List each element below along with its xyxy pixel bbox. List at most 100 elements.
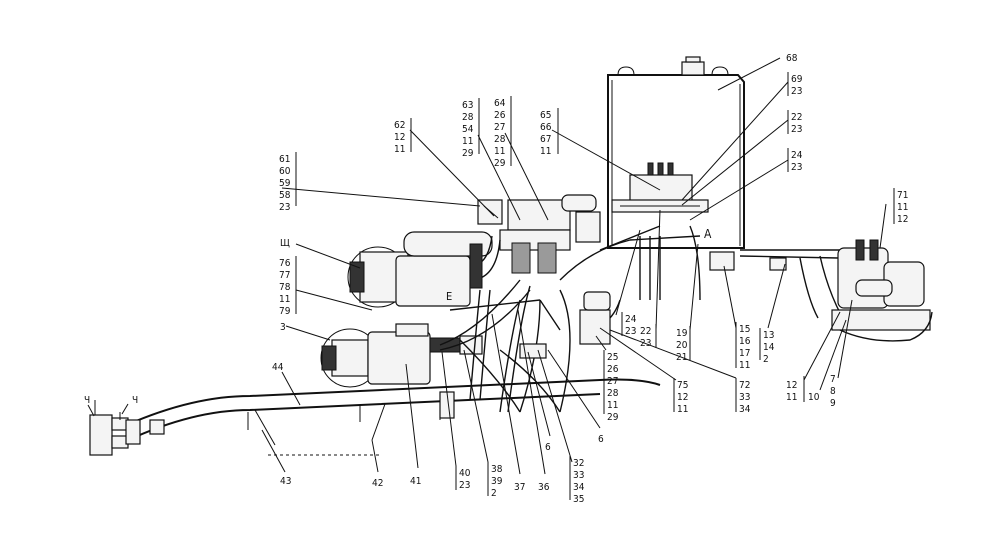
leader-lines xyxy=(87,57,887,475)
hydraulic-tank xyxy=(607,56,745,249)
callout-line: 33 xyxy=(739,392,750,403)
callout-line: 43 xyxy=(280,476,291,487)
callout-line: 20 xyxy=(676,340,688,351)
callout-line: 36 xyxy=(538,482,550,493)
callout-line: 29 xyxy=(494,158,506,169)
callout-75: 75 12 11 xyxy=(673,378,688,415)
callout-line: 21 xyxy=(676,352,687,363)
callout-line: 28 xyxy=(462,112,474,123)
callout-42: 42 xyxy=(372,478,383,489)
callout-line: Ч xyxy=(84,395,90,406)
callout-line: 11 xyxy=(897,202,908,213)
callout-ch-left: Ч xyxy=(84,395,90,406)
callout-61: 61 60 59 58 23 xyxy=(279,152,297,213)
callout-6-left: 6 xyxy=(545,442,551,453)
callout-line: 22 xyxy=(640,326,651,337)
callout-line: 15 xyxy=(739,324,750,335)
callout-line: 22 xyxy=(791,112,802,123)
callout-line: 35 xyxy=(573,494,584,505)
callout-3: 3 xyxy=(280,322,286,333)
callout-line: 27 xyxy=(607,376,618,387)
callout-line: Щ xyxy=(280,238,290,249)
callout-line: 2 xyxy=(763,354,769,365)
callout-65: 65 66 67 11 xyxy=(540,108,559,157)
callout-line: 25 xyxy=(607,352,618,363)
callout-line: 29 xyxy=(462,148,474,159)
callout-36: 36 xyxy=(538,482,550,493)
callout-line: 69 xyxy=(791,74,803,85)
callout-line: 13 xyxy=(763,330,774,341)
callout-line: 41 xyxy=(410,476,421,487)
callout-43: 43 xyxy=(280,476,291,487)
callout-line: 79 xyxy=(279,306,291,317)
callout-line: 29 xyxy=(607,412,619,423)
callout-12: 12 11 xyxy=(786,376,805,403)
callout-line: 66 xyxy=(540,122,552,133)
callout-line: 76 xyxy=(279,258,291,269)
callout-10: 10 xyxy=(808,392,820,403)
callout-6-right: 6 xyxy=(598,434,604,445)
callout-line: 65 xyxy=(540,110,551,121)
callout-line: 62 xyxy=(394,120,405,131)
pump-lower xyxy=(320,323,483,388)
callout-22-top: 22 23 xyxy=(787,110,802,135)
callout-line: 63 xyxy=(462,100,473,111)
callout-76: 76 77 78 11 79 xyxy=(279,256,297,317)
callout-line: 12 xyxy=(786,380,797,391)
callout-line: 16 xyxy=(739,336,751,347)
callout-41: 41 xyxy=(410,476,421,487)
callout-line: 12 xyxy=(394,132,405,143)
callout-24-mid: 24 23 xyxy=(621,312,637,337)
callout-line: 23 xyxy=(625,326,636,337)
callout-line: 3 xyxy=(280,322,286,333)
callout-line: 11 xyxy=(462,136,473,147)
callout-line: 23 xyxy=(459,480,470,491)
callout-line: 11 xyxy=(607,400,618,411)
callout-line: 10 xyxy=(808,392,820,403)
callout-68: 68 xyxy=(786,53,798,64)
callout-71: 71 11 12 xyxy=(893,188,908,225)
callout-line: 68 xyxy=(786,53,798,64)
callout-line: 11 xyxy=(540,146,551,157)
callout-63: 63 28 54 11 29 xyxy=(462,98,480,159)
callout-line: 26 xyxy=(494,110,506,121)
callout-shch: Щ xyxy=(280,238,290,249)
callout-line: 34 xyxy=(739,404,751,415)
callout-line: 6 xyxy=(545,442,551,453)
callout-line: 11 xyxy=(494,146,505,157)
callout-line: 12 xyxy=(677,392,688,403)
callout-15: 15 16 17 11 xyxy=(735,322,751,371)
callout-line: 26 xyxy=(607,364,619,375)
callout-line: E xyxy=(446,290,452,303)
callout-line: 23 xyxy=(791,162,802,173)
callout-line: 54 xyxy=(462,124,474,135)
callout-line: 28 xyxy=(607,388,619,399)
callout-ch-right: Ч xyxy=(132,395,138,406)
callout-line: 23 xyxy=(791,124,802,135)
callout-line: 11 xyxy=(677,404,688,415)
callout-line: 78 xyxy=(279,282,291,293)
callout-line: 77 xyxy=(279,270,290,281)
callout-line: 38 xyxy=(491,464,503,475)
callout-line: 11 xyxy=(394,144,405,155)
callout-72: 72 33 34 xyxy=(735,378,751,415)
callout-7: 7 8 9 xyxy=(830,374,836,409)
callout-line: 23 xyxy=(279,202,290,213)
callout-24-top: 24 23 xyxy=(787,148,803,173)
pump-upper xyxy=(347,231,501,308)
callout-line: 67 xyxy=(540,134,551,145)
callout-line: 27 xyxy=(494,122,505,133)
callout-line: 71 xyxy=(897,190,908,201)
callout-line: 11 xyxy=(786,392,797,403)
right-manifold xyxy=(519,239,933,359)
callout-line: 8 xyxy=(830,386,836,397)
hose-bundle xyxy=(439,225,851,413)
callout-line: 24 xyxy=(625,314,637,325)
callout-line: Ч xyxy=(132,395,138,406)
callout-69: 69 23 xyxy=(787,72,803,97)
callout-line: 42 xyxy=(372,478,383,489)
callout-line: 6 xyxy=(598,434,604,445)
callout-line: 64 xyxy=(494,98,506,109)
